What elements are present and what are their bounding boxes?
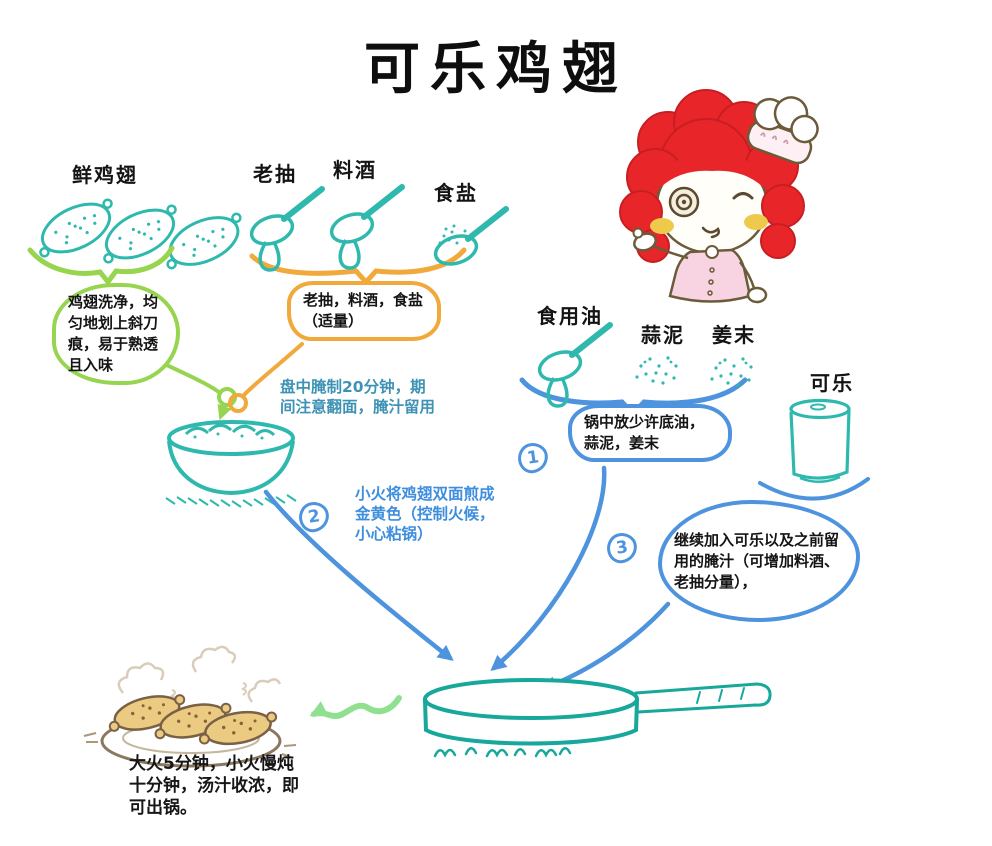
garlic-pile-icon xyxy=(635,356,678,385)
finished-plate-drawing xyxy=(83,645,297,768)
right-hand xyxy=(746,286,768,304)
label-cooking-wine: 料酒 xyxy=(333,158,377,182)
soy-spoon-icon xyxy=(248,189,322,272)
marinate-note: 盘中腌制20分钟，期间注意翻面，腌汁留用 xyxy=(280,378,436,417)
cheek-right xyxy=(744,214,768,230)
green-wavy-arrow xyxy=(309,695,402,720)
arrow-1 xyxy=(490,465,607,672)
cola-connector-arc xyxy=(758,477,870,501)
mouth xyxy=(701,226,720,239)
wine-spoon-icon xyxy=(328,187,402,270)
ginger-pile-icon xyxy=(710,357,753,387)
label-cola: 可乐 xyxy=(810,371,854,395)
cola-can-icon xyxy=(789,398,851,483)
cheek-left xyxy=(650,218,674,234)
wink-eye-icon xyxy=(732,192,754,200)
prep-note-bubble: 鸡翅洗净，均匀地划上斜刀痕，易于熟透且入味 xyxy=(52,283,180,385)
green-brace xyxy=(27,245,175,287)
frying-pan-drawing xyxy=(423,678,772,758)
fresh-wings-drawing xyxy=(27,189,253,279)
fry-note: 小火将鸡翅双面煎成金黄色（控制火候，小心粘锅） xyxy=(355,485,495,544)
oil-spoon-icon xyxy=(536,325,610,408)
chef-girl-illustration xyxy=(619,89,819,304)
swirl-eye-icon xyxy=(668,186,700,218)
page-title: 可乐鸡翅 xyxy=(364,37,628,102)
right-arm xyxy=(739,261,756,289)
finish-note: 大火5分钟，小火慢炖十分钟，汤汁收浓，即可出锅。 xyxy=(129,754,299,819)
label-dark-soy: 老抽 xyxy=(253,162,297,186)
seasoning-mix-bubble: 老抽，料酒，食盐（适量） xyxy=(287,281,441,341)
bangs xyxy=(660,149,764,188)
add-cola-bubble: 继续加入可乐以及之前留用的腌汁（可增加料酒、老抽分量）， xyxy=(658,500,860,622)
salt-spoon-icon xyxy=(432,209,506,269)
chef-hat-icon xyxy=(746,96,819,165)
label-salt: 食盐 xyxy=(434,181,478,205)
label-fresh-wings: 鲜鸡翅 xyxy=(72,163,138,187)
arrow-2 xyxy=(263,489,454,661)
marinate-bowl-drawing xyxy=(165,420,297,508)
label-ginger-mince: 姜末 xyxy=(712,323,756,347)
orange-brace xyxy=(249,247,467,286)
label-garlic-paste: 蒜泥 xyxy=(641,323,685,347)
arrow-3 xyxy=(540,601,671,692)
label-cooking-oil: 食用油 xyxy=(537,304,603,328)
thumb xyxy=(632,227,644,239)
dress xyxy=(668,248,752,303)
flow-lines-green-orange xyxy=(158,342,304,421)
pan-base-bubble: 锅中放少许底油，蒜泥，姜末 xyxy=(568,404,732,462)
left-arm xyxy=(653,244,689,260)
